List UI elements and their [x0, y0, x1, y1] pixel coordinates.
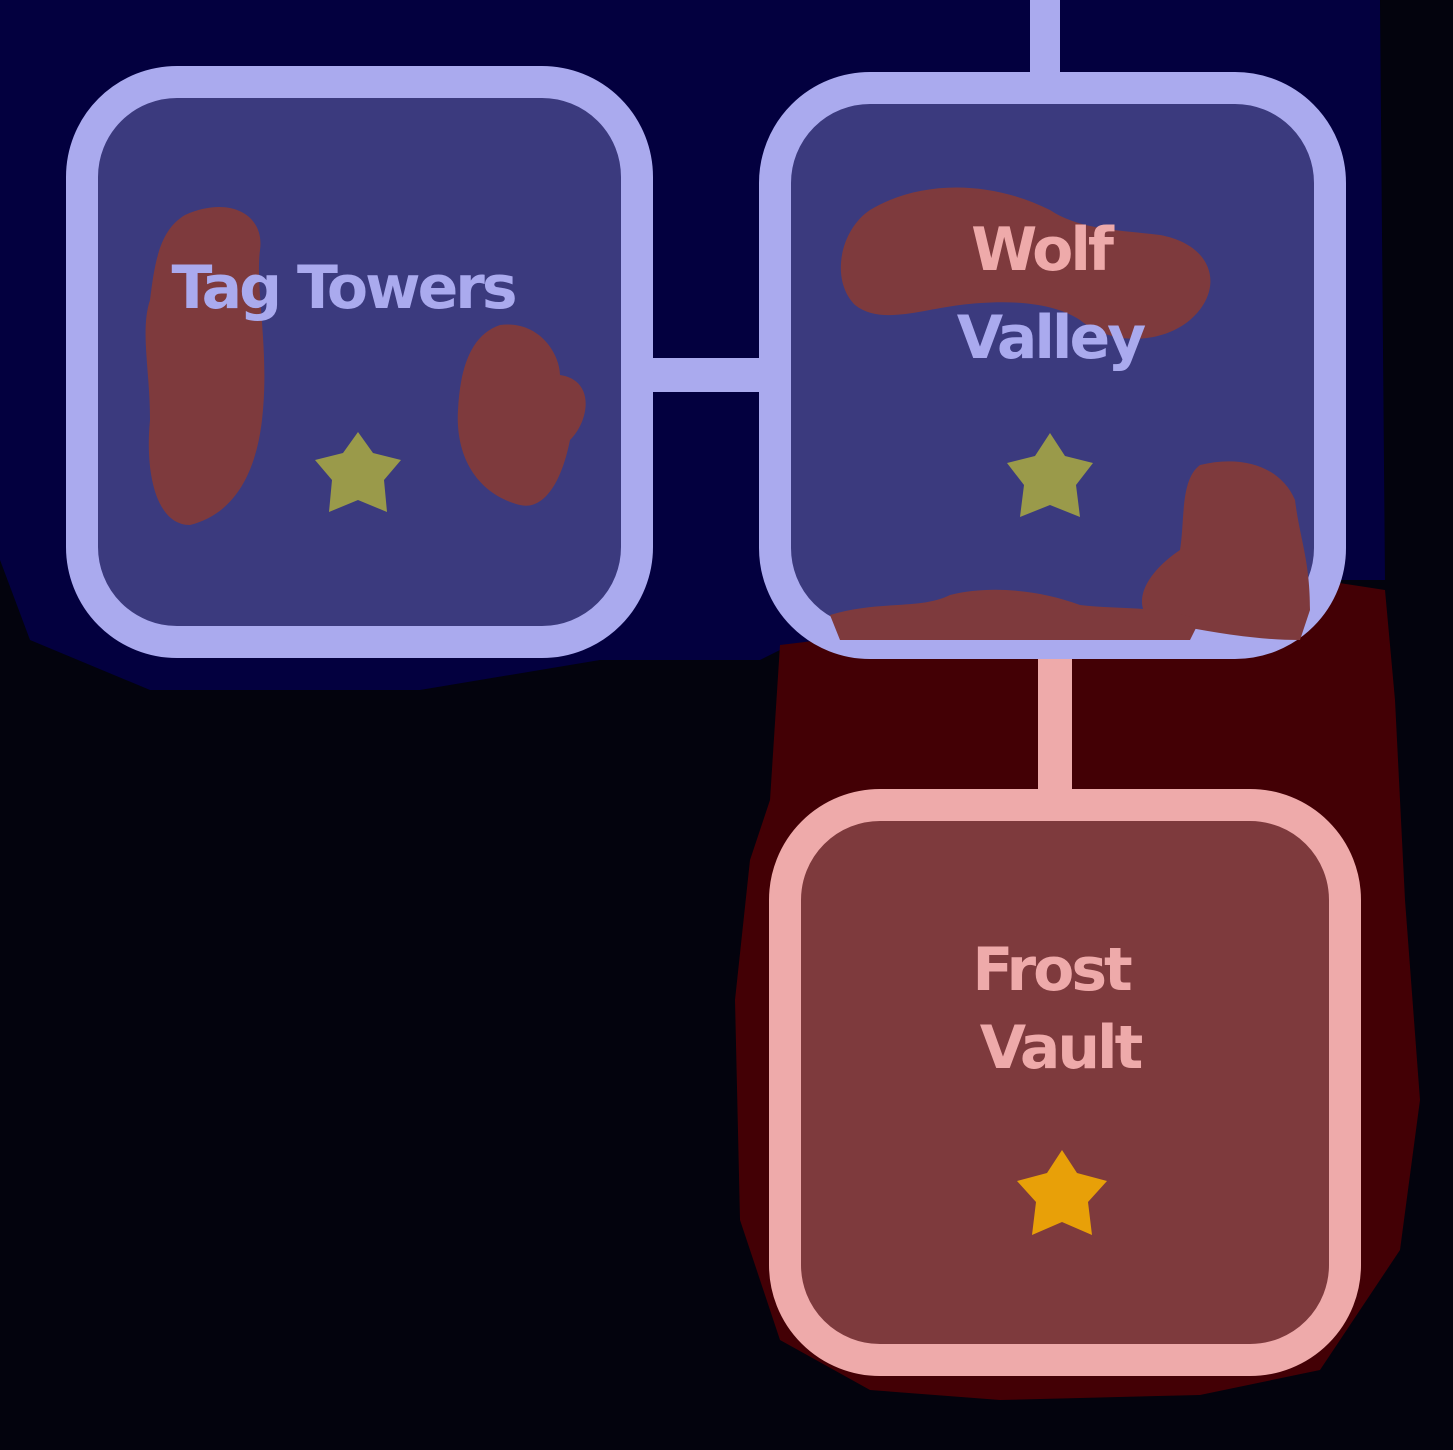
- room-frost-vault[interactable]: Frost Vault: [769, 789, 1361, 1376]
- room-frost-vault-label: Frost Vault: [972, 935, 1147, 1083]
- connections: [640, 0, 1072, 795]
- room-frost-vault-box: [769, 789, 1361, 1376]
- room-wolf-valley-star-icon: [1007, 433, 1093, 517]
- room-tag-towers[interactable]: Tag Towers: [66, 66, 653, 658]
- room-frost-vault-label-line-2: Vault: [980, 1013, 1143, 1083]
- room-wolf-valley-label-line-2: Valley: [957, 303, 1146, 373]
- room-tag-towers-star-icon: [315, 432, 401, 512]
- room-tag-towers-label: Tag Towers: [171, 253, 514, 323]
- room-frost-vault-label-line-1: Frost: [972, 935, 1132, 1005]
- room-wolf-valley[interactable]: Wolf Valley: [759, 72, 1346, 659]
- connection-tag-wolf: [640, 358, 770, 392]
- connection-wolf-north: [1030, 0, 1060, 80]
- room-frost-vault-star-icon: [1017, 1150, 1107, 1235]
- connection-wolf-frost: [1038, 650, 1072, 795]
- room-wolf-valley-label: Wolf Valley: [957, 215, 1146, 373]
- room-tag-towers-label-line-1: Tag Towers: [171, 253, 514, 323]
- room-wolf-valley-label-line-1: Wolf: [971, 215, 1115, 285]
- room-tag-towers-blobs: [145, 207, 586, 525]
- room-wolf-valley-blobs: [830, 187, 1310, 640]
